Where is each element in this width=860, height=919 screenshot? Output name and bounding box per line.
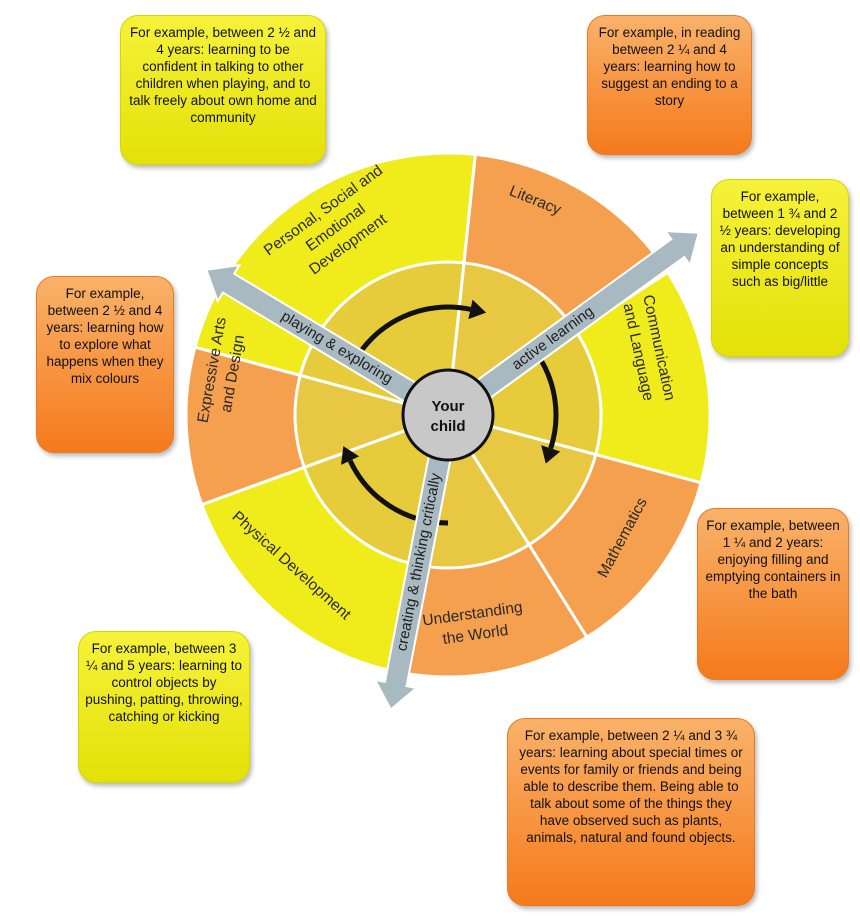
cycle-arrow-left-head: [341, 446, 360, 465]
cycle-arrow-right-head: [541, 445, 561, 464]
cycle-arrow-top-arc: [350, 304, 471, 366]
center-label-line2: child: [430, 418, 465, 435]
inner-segment-mathematics: [444, 412, 598, 547]
example-box-communication: For example, between 1 ¾ and 2 ½ years: …: [711, 179, 849, 357]
strand-arrow-creating-shaft: [373, 431, 457, 712]
cycle-arrow-right-arc: [534, 351, 559, 450]
example-box-understanding-world: For example, between 2 ¼ and 3 ¾ years: …: [507, 718, 755, 906]
example-box-personal-social: For example, between 2 ½ and 4 years: le…: [120, 15, 326, 165]
inner-segment-expressive: [293, 373, 453, 470]
center-label-line1: Your: [431, 398, 464, 415]
example-box-expressive-arts: For example, between 2 ½ and 4 years: le…: [36, 276, 174, 453]
example-box-mathematics: For example, between 1 ¼ and 2 years: en…: [697, 508, 849, 680]
strand-arrow-active-shaft: [456, 229, 701, 414]
cycle-arrow-top-head: [468, 299, 487, 320]
example-box-physical-development: For example, between 3 ¼ and 5 years: le…: [78, 631, 250, 783]
strand-arrow-playing-shaft: [204, 263, 438, 416]
example-box-literacy: For example, in reading between 2 ¼ and …: [587, 15, 752, 155]
center-hub: [401, 368, 495, 462]
